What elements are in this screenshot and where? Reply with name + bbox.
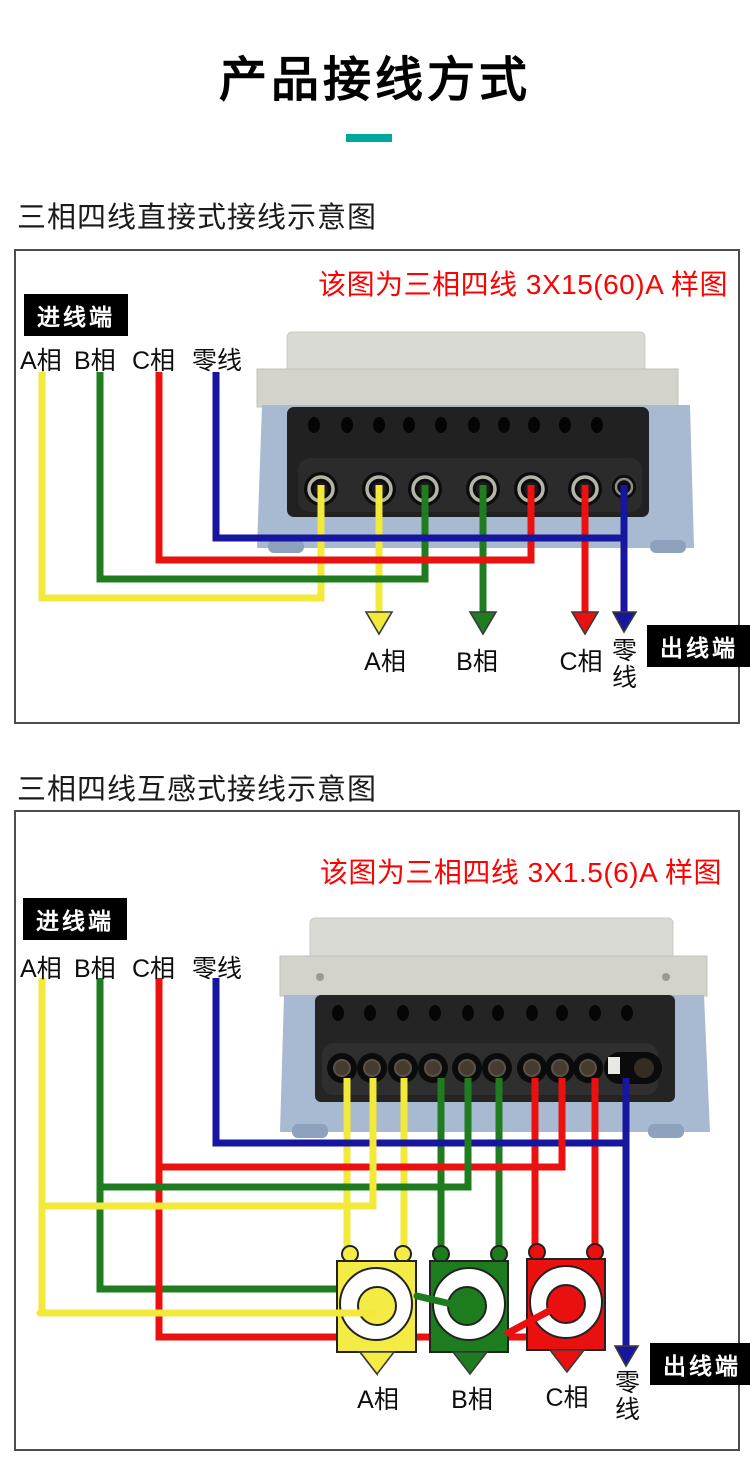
diagram1-output-label-c: C相 [559, 648, 603, 676]
title-accent-bar [346, 134, 392, 142]
meter1-small-holes [308, 417, 603, 433]
page-title: 产品接线方式 [218, 54, 531, 107]
arrow-down-n-icon [611, 611, 638, 634]
wire-n-in [212, 372, 624, 542]
diagram2-output-label-c: C相 [545, 1384, 589, 1412]
ct-phase-c [526, 1243, 606, 1351]
wire-a-voltage-tap [42, 1078, 377, 1210]
arrow-down-c-icon [570, 611, 600, 636]
wire-b-voltage-tap [100, 1078, 472, 1191]
wire-c-primary-diagonal [504, 1299, 568, 1337]
diagram2-caption: 该图为三相四线 3X1.5(6)A 样图 [319, 857, 722, 888]
diagram1-inlet-badge: 进线端 [24, 294, 128, 336]
arrow-down-a-icon [364, 611, 394, 636]
diagram2-output-label-n: 零线 [614, 1369, 640, 1424]
diagram1-output-label-b: B相 [456, 648, 498, 676]
diagram1-arrows [364, 611, 638, 636]
diagram1-outlet-badge: 出线端 [647, 625, 750, 667]
diagram1-wires [38, 372, 628, 613]
diagram2-heading: 三相四线互感式接线示意图 [17, 774, 378, 806]
diagram2-inlet-badge: 进线端 [23, 898, 127, 940]
diagram1-output-label-n: 零线 [611, 637, 637, 692]
diagram1-heading: 三相四线直接式接线示意图 [17, 202, 378, 234]
diagram1-canvas [14, 249, 740, 724]
diagram2-input-label-n: 零线 [192, 955, 243, 983]
wire-b-primary-diagonal [413, 1292, 468, 1311]
ct-phase-a [336, 1245, 417, 1353]
ct-primary-wires [36, 1292, 568, 1337]
wire-n-in2 [212, 978, 626, 1147]
diagram1-output-label-a: A相 [364, 648, 406, 676]
diagram1-input-label-a: A相 [20, 347, 62, 375]
diagram1-input-label-n: 零线 [192, 347, 243, 375]
diagram2-output-label-b: B相 [451, 1386, 493, 1414]
diagram1-caption: 该图为三相四线 3X15(60)A 样图 [318, 269, 728, 300]
diagram1-input-label-b: B相 [74, 347, 116, 375]
arrow-down-a2b-icon [358, 1351, 396, 1376]
arrow-down-n2-icon [613, 1345, 640, 1368]
wire-c-in [155, 372, 535, 564]
diagram2-input-label-c: C相 [132, 955, 176, 983]
diagram2-arrows [358, 1345, 640, 1377]
meter2-terminals [327, 1052, 662, 1084]
diagram2-canvas [14, 810, 740, 1451]
diagram2-outlet-badge: 出线端 [650, 1343, 750, 1385]
current-transformers [336, 1243, 606, 1353]
wire-c-voltage-tap [159, 1078, 566, 1171]
wire-b-in2 [96, 978, 342, 1293]
diagram2-input-label-a: A相 [20, 955, 62, 983]
diagram2-output-label-a: A相 [357, 1386, 399, 1414]
arrow-down-b-icon [468, 611, 498, 636]
diagram2-input-label-b: B相 [74, 955, 116, 983]
arrow-down-c2-icon [548, 1349, 586, 1374]
ct-phase-b [429, 1245, 509, 1353]
meter2-small-holes [332, 1005, 633, 1021]
diagram1-input-label-c: C相 [132, 347, 176, 375]
wire-b-in [96, 372, 429, 583]
diagram2-wires [38, 978, 630, 1348]
arrow-down-b2-icon [451, 1351, 489, 1376]
